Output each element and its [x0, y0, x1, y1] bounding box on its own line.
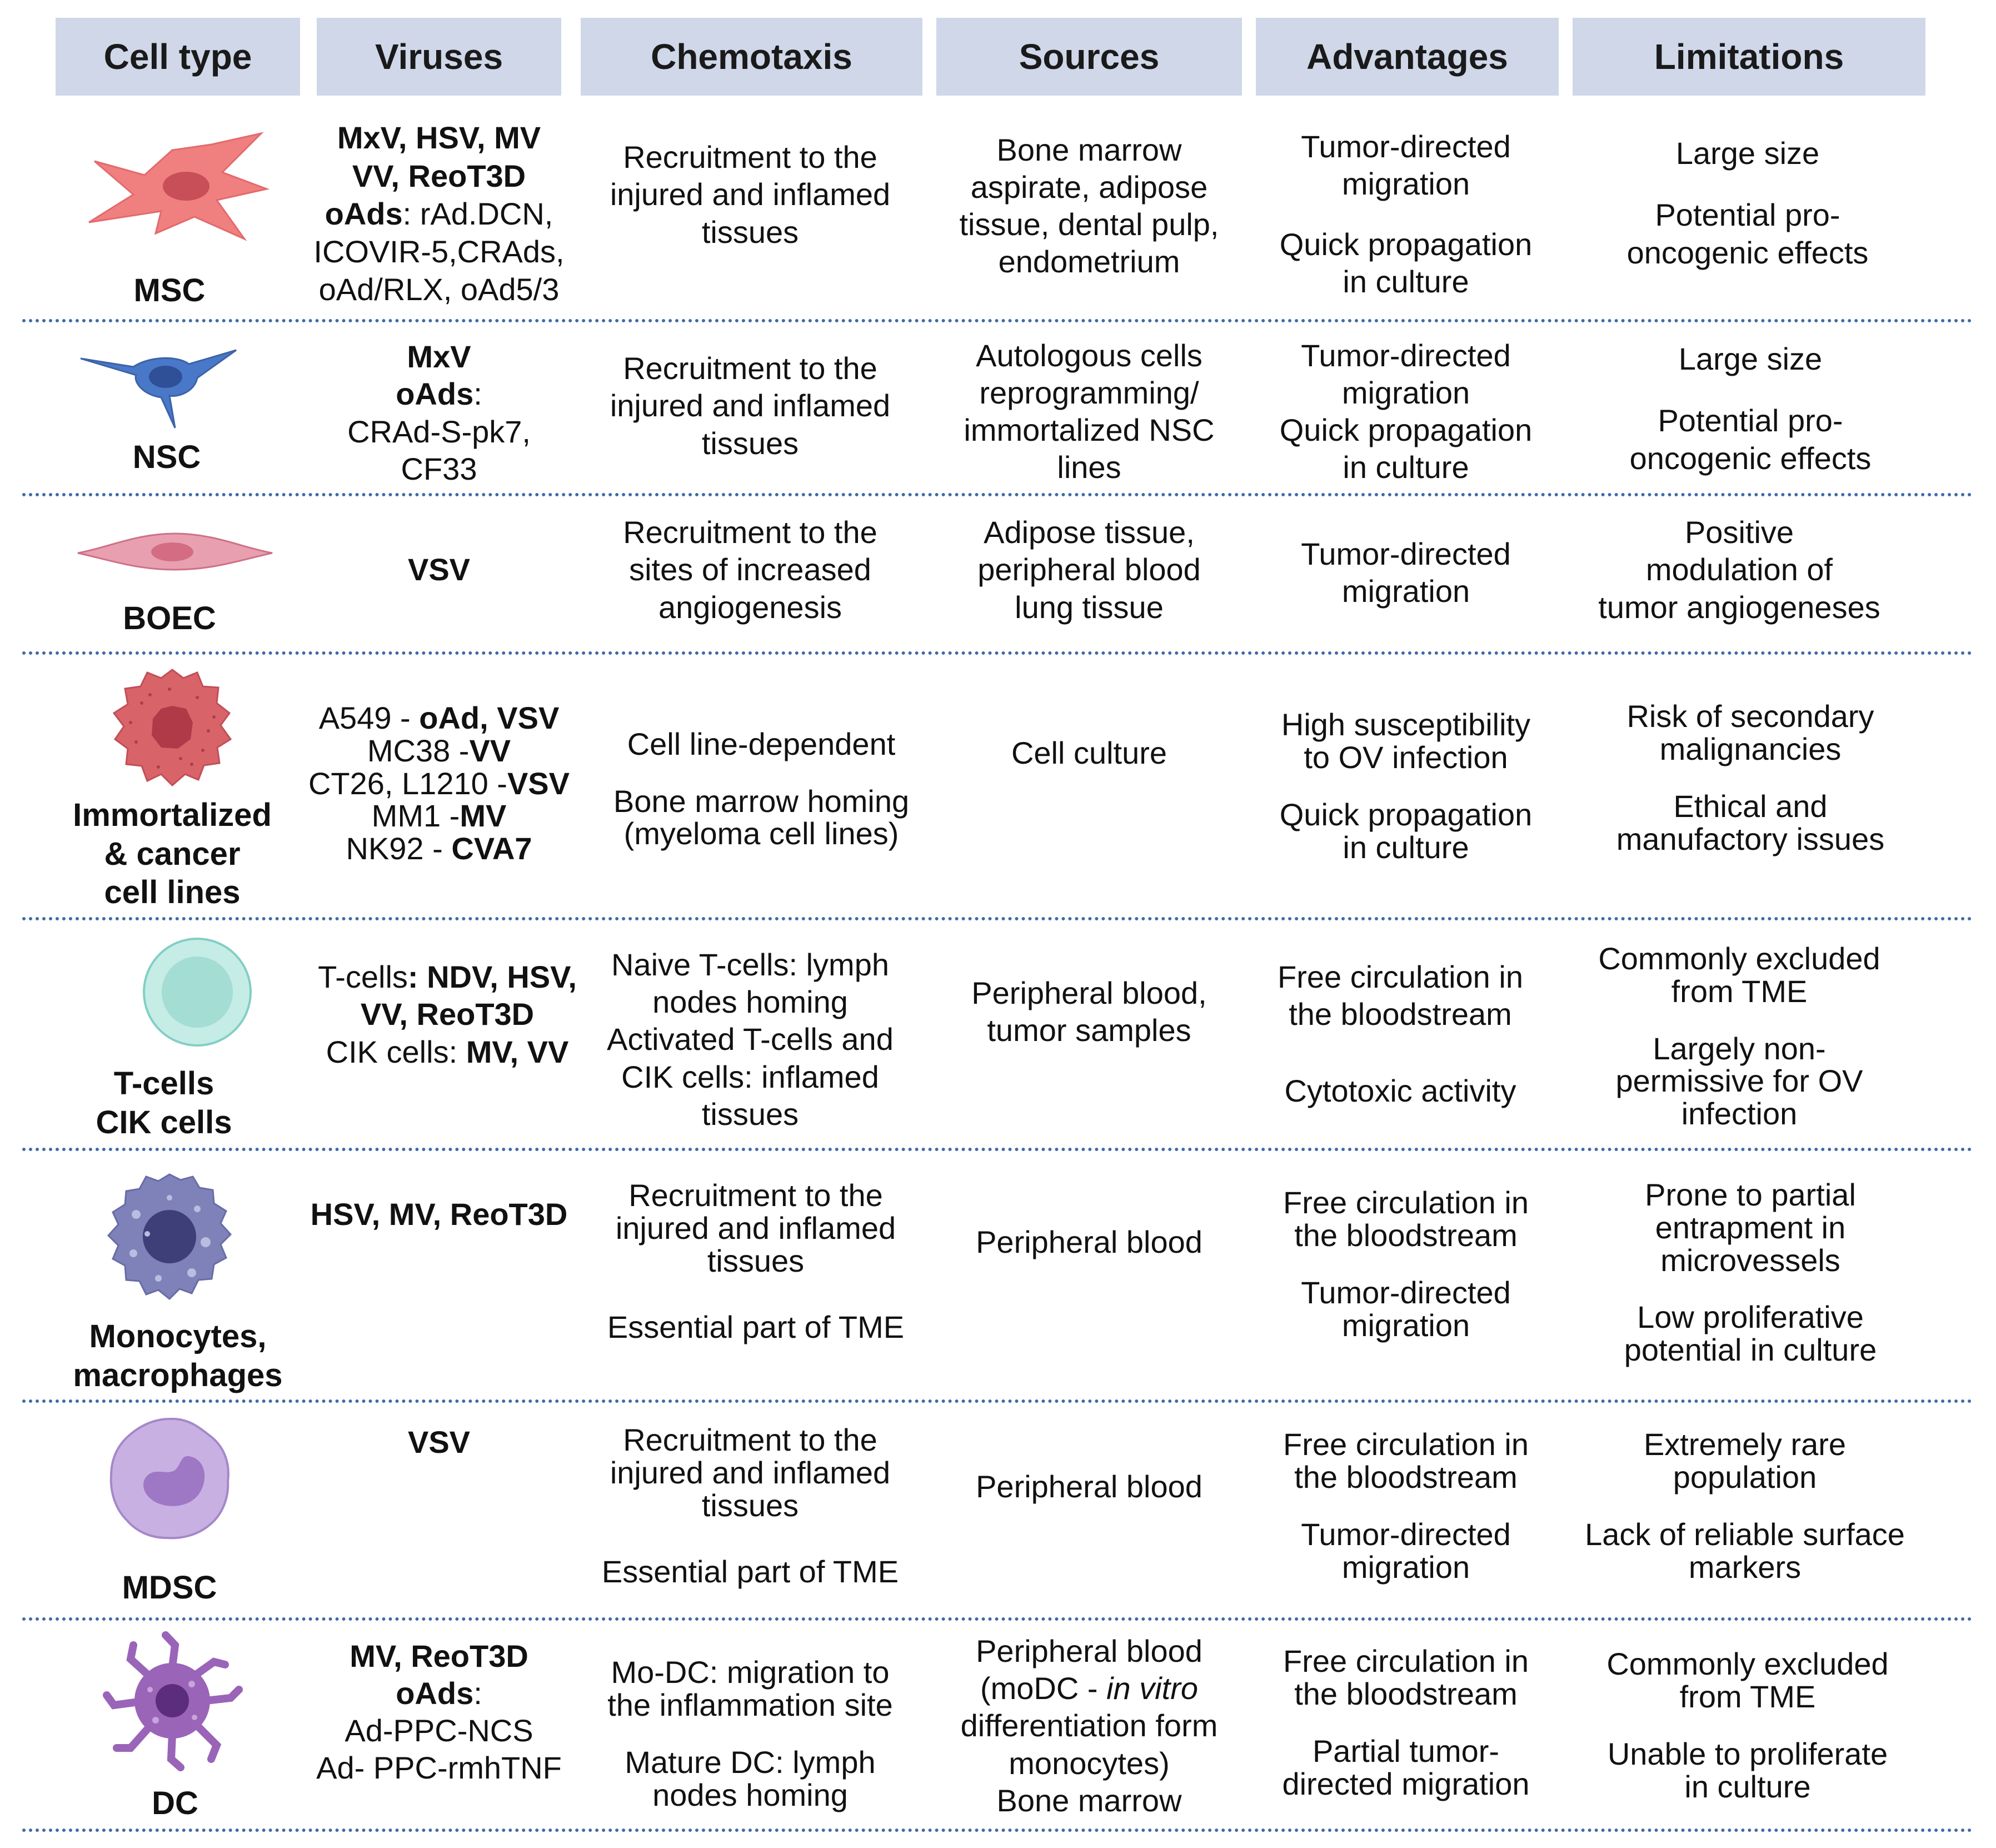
monocyte-cell-icon: [107, 1173, 232, 1301]
row-separator: [22, 1829, 1973, 1832]
limitations-cell: Large size Potential pro-oncogenic effec…: [1626, 136, 1869, 270]
row-separator: [22, 319, 1973, 322]
sources-cell: Peripheral blood,tumor samples: [971, 975, 1207, 1048]
nsc-cell-icon: [80, 349, 237, 429]
sources-cell: Cell culture: [1011, 735, 1167, 771]
header-limitations: Limitations: [1573, 18, 1925, 96]
header-viruses: Viruses: [317, 18, 561, 96]
limitations-cell: Large size Potential pro-oncogenic effec…: [1629, 341, 1872, 476]
cell-type-label: DC: [152, 1785, 198, 1821]
header-advantages: Advantages: [1256, 18, 1559, 96]
viruses-cell: MxV oAds: CRAd-S-pk7, CF33: [347, 339, 531, 486]
viruses-cell: HSV, MV, ReoT3D: [310, 1197, 568, 1232]
viruses-cell: T-cells: NDV, HSV, VV, ReoT3D CIK cells:…: [318, 959, 577, 1069]
sources-cell: Peripheral blood: [976, 1469, 1202, 1505]
chemotaxis-cell: Cell line-dependent Bone marrow homing(m…: [613, 726, 910, 851]
row-separator: [22, 917, 1973, 920]
row-separator: [22, 1148, 1973, 1151]
header-cell-type: Cell type: [56, 18, 300, 96]
cell-type-label: MDSC: [122, 1570, 217, 1606]
header-chemotaxis: Chemotaxis: [581, 18, 922, 96]
cell-type-label: Monocytes,macrophages: [73, 1318, 283, 1393]
mdsc-cell-icon: [109, 1417, 229, 1540]
t-cell-icon: [143, 938, 252, 1047]
boec-cell-icon: [77, 532, 273, 571]
viruses-cell: MV, ReoT3D oAds: Ad-PPC-NCS Ad- PPC-rmhT…: [316, 1638, 562, 1786]
row-separator: [22, 493, 1973, 496]
header-sources: Sources: [936, 18, 1242, 96]
msc-cell-icon: [88, 132, 270, 241]
sources-cell: Peripheral blood (moDC - in vitro differ…: [960, 1633, 1218, 1818]
row-separator: [22, 651, 1973, 655]
viruses-cell: A549 - oAd, VSV MC38 -VV CT26, L1210 -VS…: [308, 700, 570, 866]
dendritic-cell-icon: [103, 1631, 243, 1771]
cancer-cell-icon: [112, 669, 232, 787]
row-separator: [22, 1399, 1973, 1403]
row-separator: [22, 1617, 1973, 1621]
viruses-cell: MxV, HSV, MV VV, ReoT3D oAds: rAd.DCN, I…: [313, 120, 565, 307]
cell-type-label: NSC: [132, 439, 201, 475]
cell-type-label: BOEC: [123, 600, 216, 636]
viruses-cell: VSV: [407, 1424, 471, 1460]
cell-type-label: MSC: [133, 272, 206, 308]
sources-cell: Peripheral blood: [976, 1224, 1202, 1260]
viruses-cell: VSV: [407, 552, 471, 587]
